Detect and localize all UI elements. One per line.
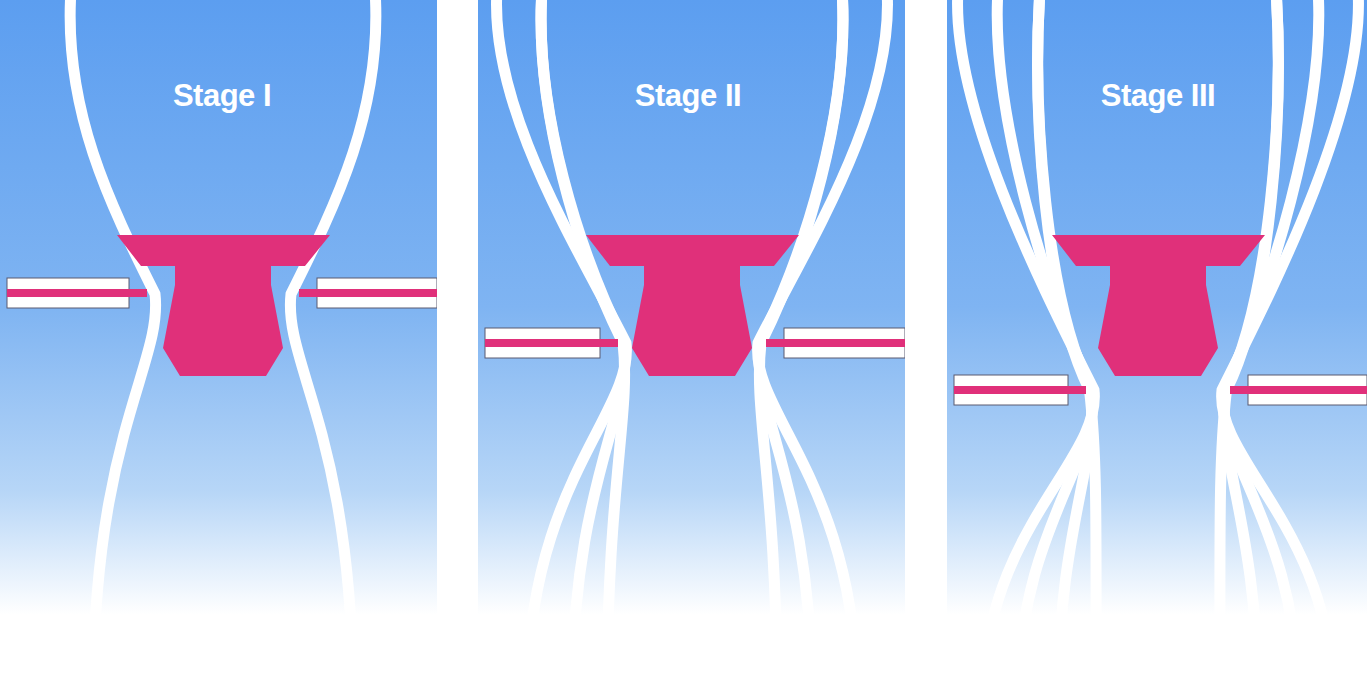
flow-line: [290, 0, 376, 683]
flow-line: [1223, 0, 1319, 683]
stage-panel: [947, 0, 1367, 683]
electrode-wire: [7, 289, 147, 297]
flow-line: [1038, 0, 1096, 683]
stage-panel: [0, 0, 437, 683]
stage-label: Stage I: [173, 78, 271, 114]
flow-line: [997, 0, 1093, 683]
stage-label: Stage II: [635, 78, 741, 114]
stage-panel: [478, 0, 905, 683]
electrode-wire: [1230, 386, 1367, 394]
flow-line: [1224, 0, 1278, 683]
flow-line: [1220, 0, 1278, 683]
magenta-body: [1052, 235, 1265, 376]
electrode-wire: [954, 386, 1086, 394]
flow-line: [1038, 0, 1092, 683]
electrode-wire: [485, 339, 618, 347]
magenta-body: [117, 235, 330, 376]
flow-line: [70, 0, 156, 683]
electrode-wire: [766, 339, 905, 347]
stage-label: Stage III: [1101, 78, 1215, 114]
magenta-body: [586, 235, 799, 376]
electrode-wire: [299, 289, 437, 297]
